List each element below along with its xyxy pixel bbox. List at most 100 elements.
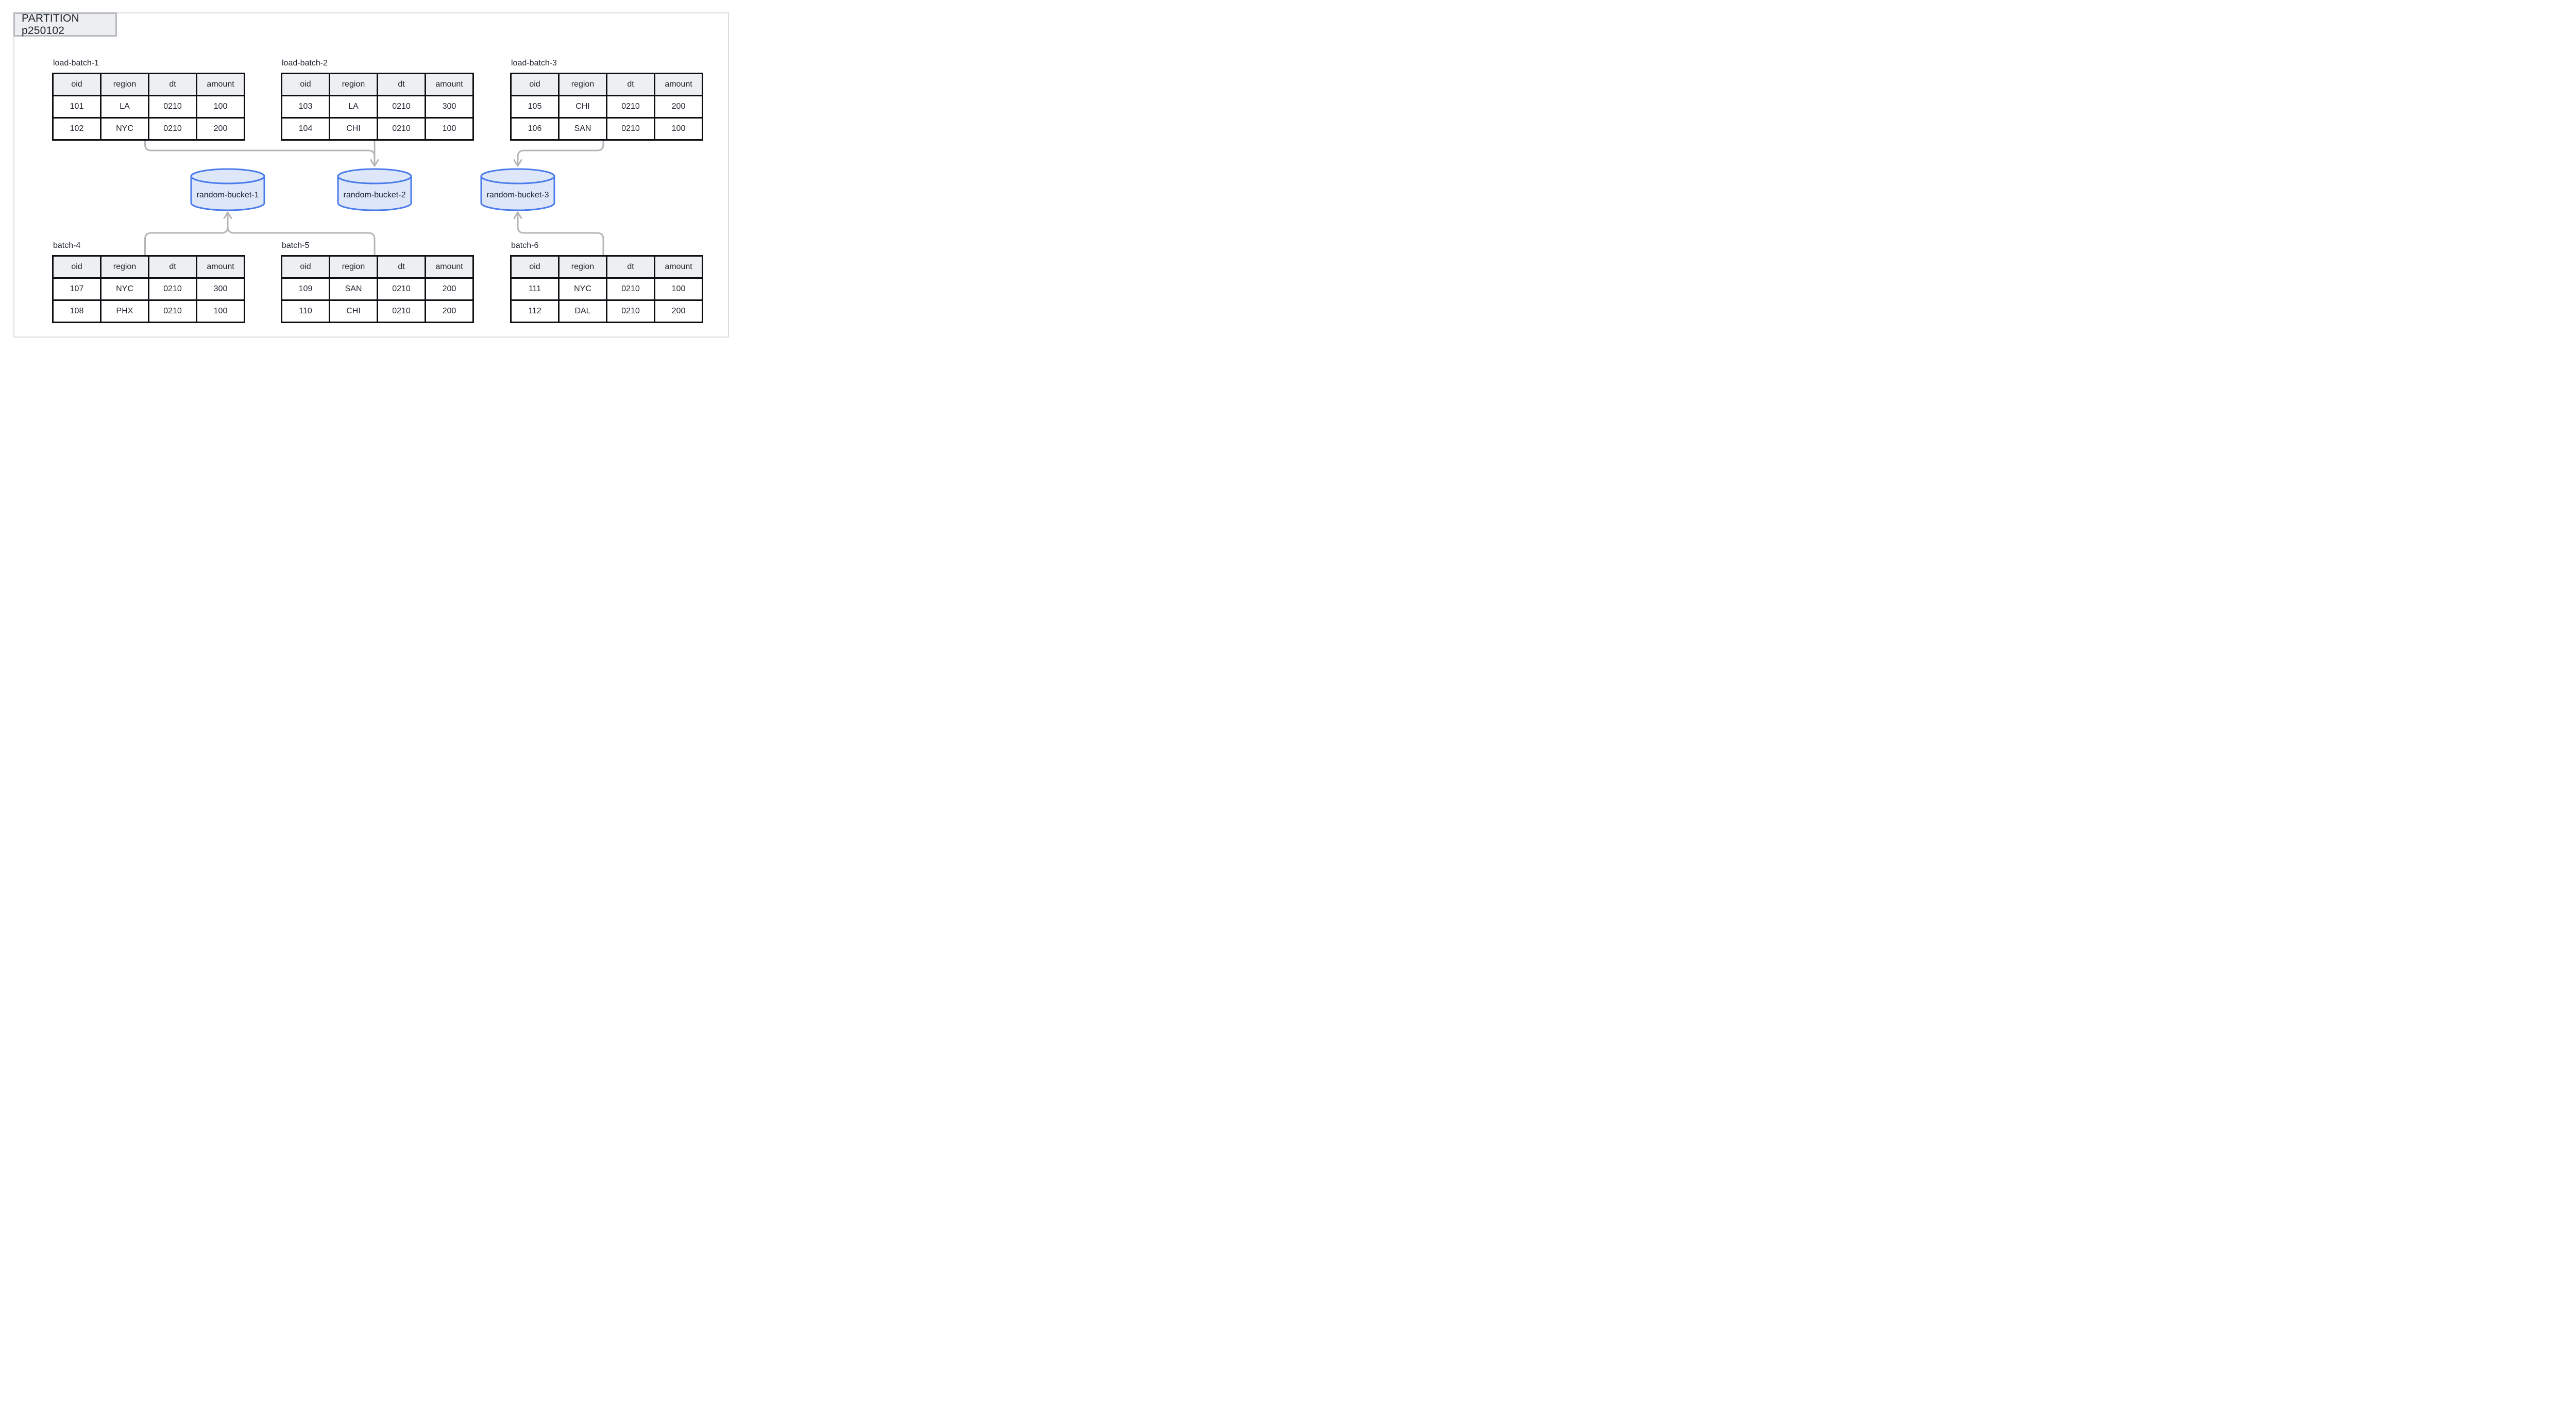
col-header-amount: amount xyxy=(196,255,245,279)
table-load-batch-2: oid region dt amount 103 LA 0210 300 104… xyxy=(281,73,474,141)
col-header-dt: dt xyxy=(606,73,655,96)
database-cylinder-icon xyxy=(480,168,555,211)
table-batch-6: oid region dt amount 111 NYC 0210 100 11… xyxy=(510,255,703,323)
cell: 300 xyxy=(196,277,245,301)
cell: NYC xyxy=(558,277,607,301)
table-row: 101 LA 0210 100 xyxy=(52,95,245,119)
cell: CHI xyxy=(558,95,607,119)
table-title-batch-4: batch-4 xyxy=(53,241,81,250)
table-row: 109 SAN 0210 200 xyxy=(281,277,474,301)
table-load-batch-3: oid region dt amount 105 CHI 0210 200 10… xyxy=(510,73,703,141)
col-header-oid: oid xyxy=(52,255,101,279)
cell: 103 xyxy=(281,95,330,119)
cell: 200 xyxy=(654,299,703,323)
table-title-load-batch-3: load-batch-3 xyxy=(511,59,557,68)
table-batch-4: oid region dt amount 107 NYC 0210 300 10… xyxy=(52,255,245,323)
table-row: 105 CHI 0210 200 xyxy=(510,95,703,119)
cell: 101 xyxy=(52,95,101,119)
cell: 0210 xyxy=(606,117,655,141)
cell: 0210 xyxy=(377,95,426,119)
cell: 102 xyxy=(52,117,101,141)
col-header-oid: oid xyxy=(281,255,330,279)
col-header-oid: oid xyxy=(281,73,330,96)
table-row: 102 NYC 0210 200 xyxy=(52,117,245,141)
col-header-oid: oid xyxy=(510,73,560,96)
partition-diagram: PARTITION p250102 load-batch-1 oid regio… xyxy=(0,0,745,353)
col-header-region: region xyxy=(558,73,607,96)
cell: 105 xyxy=(510,95,560,119)
table-batch-5: oid region dt amount 109 SAN 0210 200 11… xyxy=(281,255,474,323)
cell: 0210 xyxy=(606,277,655,301)
col-header-dt: dt xyxy=(148,73,197,96)
cell: 0210 xyxy=(377,299,426,323)
table-load-batch-1: oid region dt amount 101 LA 0210 100 102… xyxy=(52,73,245,141)
bucket-label: random-bucket-1 xyxy=(196,191,259,199)
cell: SAN xyxy=(329,277,378,301)
col-header-amount: amount xyxy=(425,255,474,279)
cell: 0210 xyxy=(148,117,197,141)
cell: 0210 xyxy=(606,95,655,119)
partition-title: PARTITION p250102 xyxy=(13,12,117,37)
col-header-amount: amount xyxy=(654,255,703,279)
col-header-region: region xyxy=(329,73,378,96)
table-title-batch-6: batch-6 xyxy=(511,241,539,250)
cell: SAN xyxy=(558,117,607,141)
col-header-dt: dt xyxy=(148,255,197,279)
table-row: 103 LA 0210 300 xyxy=(281,95,474,119)
cell: 0210 xyxy=(606,299,655,323)
bucket-random-bucket-3: random-bucket-3 xyxy=(480,168,556,211)
cell: 200 xyxy=(425,299,474,323)
cell: 104 xyxy=(281,117,330,141)
cell: CHI xyxy=(329,117,378,141)
cell: CHI xyxy=(329,299,378,323)
cell: 300 xyxy=(425,95,474,119)
cell: 0210 xyxy=(377,117,426,141)
cell: 100 xyxy=(425,117,474,141)
cell: 200 xyxy=(425,277,474,301)
cell: 0210 xyxy=(148,95,197,119)
cell: DAL xyxy=(558,299,607,323)
col-header-oid: oid xyxy=(510,255,560,279)
table-title-load-batch-1: load-batch-1 xyxy=(53,59,99,68)
cell: 107 xyxy=(52,277,101,301)
partition-title-text: PARTITION p250102 xyxy=(22,12,79,37)
col-header-oid: oid xyxy=(52,73,101,96)
table-row: 104 CHI 0210 100 xyxy=(281,117,474,141)
cell: 200 xyxy=(196,117,245,141)
bucket-label: random-bucket-2 xyxy=(343,191,406,199)
bucket-label: random-bucket-3 xyxy=(486,191,549,199)
table-title-load-batch-2: load-batch-2 xyxy=(282,59,328,68)
col-header-amount: amount xyxy=(654,73,703,96)
col-header-region: region xyxy=(100,73,149,96)
cell: 0210 xyxy=(148,277,197,301)
cell: LA xyxy=(100,95,149,119)
cell: 0210 xyxy=(148,299,197,323)
database-cylinder-icon xyxy=(337,168,412,211)
col-header-dt: dt xyxy=(377,73,426,96)
cell: PHX xyxy=(100,299,149,323)
col-header-amount: amount xyxy=(196,73,245,96)
table-row: 108 PHX 0210 100 xyxy=(52,299,245,323)
cell: 100 xyxy=(654,277,703,301)
table-row: 110 CHI 0210 200 xyxy=(281,299,474,323)
cell: 100 xyxy=(654,117,703,141)
cell: 100 xyxy=(196,95,245,119)
bucket-random-bucket-2: random-bucket-2 xyxy=(336,168,413,211)
col-header-amount: amount xyxy=(425,73,474,96)
cell: 200 xyxy=(654,95,703,119)
cell: NYC xyxy=(100,277,149,301)
col-header-region: region xyxy=(558,255,607,279)
cell: NYC xyxy=(100,117,149,141)
col-header-dt: dt xyxy=(606,255,655,279)
table-title-batch-5: batch-5 xyxy=(282,241,310,250)
table-row: 111 NYC 0210 100 xyxy=(510,277,703,301)
table-row: 112 DAL 0210 200 xyxy=(510,299,703,323)
cell: LA xyxy=(329,95,378,119)
cell: 108 xyxy=(52,299,101,323)
database-cylinder-icon xyxy=(190,168,265,211)
cell: 110 xyxy=(281,299,330,323)
cell: 112 xyxy=(510,299,560,323)
col-header-region: region xyxy=(100,255,149,279)
bucket-random-bucket-1: random-bucket-1 xyxy=(190,168,266,211)
table-row: 107 NYC 0210 300 xyxy=(52,277,245,301)
